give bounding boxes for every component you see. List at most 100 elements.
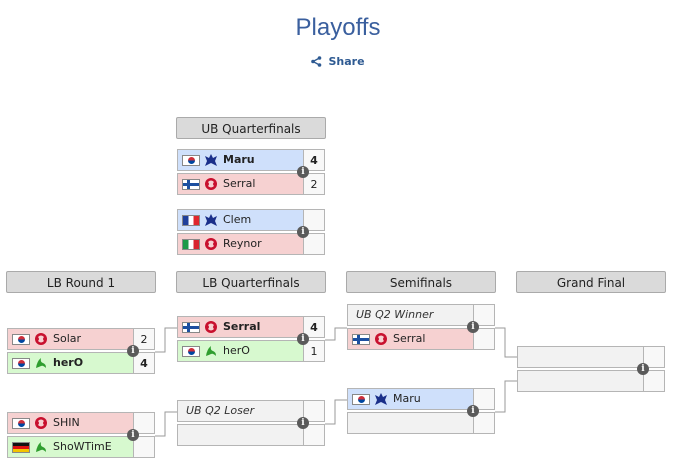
match-info-icon[interactable]: i [297, 226, 309, 238]
match-slot-top[interactable] [517, 346, 644, 368]
match-score [643, 370, 665, 392]
match-info-icon[interactable]: i [467, 405, 479, 417]
share-icon [311, 56, 322, 67]
match-score [133, 412, 155, 434]
match-slot-top[interactable]: Maru [347, 388, 474, 410]
terran-icon [205, 214, 217, 226]
match-lb-round1-1[interactable]: Solar 2 herO 4 i [7, 328, 156, 374]
match-slot-bottom[interactable] [177, 424, 304, 446]
page-title: Playoffs [295, 14, 381, 41]
match-info-icon[interactable]: i [297, 417, 309, 429]
match-slot-bottom[interactable]: Serral [347, 328, 474, 350]
finland-flag [182, 321, 200, 333]
match-score [303, 424, 325, 446]
match-lb-quarterfinal-2[interactable]: UB Q2 Loser i [177, 400, 326, 446]
match-slot-top[interactable]: UB Q2 Winner [347, 304, 474, 326]
round-header-ub-quarterfinals: UB Quarterfinals [176, 117, 326, 139]
zerg-icon [205, 321, 217, 333]
match-info-icon[interactable]: i [637, 363, 649, 375]
south-korea-flag [182, 345, 200, 357]
terran-icon [205, 154, 217, 166]
match-info-icon[interactable]: i [297, 166, 309, 178]
player-name: Serral [393, 332, 426, 345]
match-score [643, 346, 665, 368]
south-korea-flag [12, 333, 30, 345]
round-header-grand-final: Grand Final [516, 271, 666, 293]
match-slot-bottom[interactable]: Serral [177, 173, 304, 195]
match-score [303, 400, 325, 422]
zerg-icon [375, 333, 387, 345]
zerg-icon [205, 178, 217, 190]
match-slot-top[interactable]: Serral [177, 316, 304, 338]
match-score: 4 [133, 352, 155, 374]
germany-flag [12, 441, 30, 453]
match-info-icon[interactable]: i [127, 345, 139, 357]
match-info-icon[interactable]: i [467, 321, 479, 333]
round-header-semifinals: Semifinals [346, 271, 496, 293]
match-slot-top[interactable]: UB Q2 Loser [177, 400, 304, 422]
player-name: herO [53, 356, 84, 369]
finland-flag [182, 178, 200, 190]
zerg-icon [35, 333, 47, 345]
zerg-icon [205, 238, 217, 250]
match-lb-quarterfinal-1[interactable]: Serral 4 herO 1 i [177, 316, 326, 362]
match-score: 2 [133, 328, 155, 350]
south-korea-flag [12, 357, 30, 369]
match-score [473, 304, 495, 326]
share-button[interactable]: Share [0, 55, 676, 68]
match-score [473, 412, 495, 434]
round-header-lb-quarterfinals: LB Quarterfinals [176, 271, 326, 293]
match-semifinal-2[interactable]: Maru i [347, 388, 496, 434]
match-slot-top[interactable]: Clem [177, 209, 304, 231]
match-info-icon[interactable]: i [127, 429, 139, 441]
match-slot-bottom[interactable] [517, 370, 644, 392]
match-score [303, 233, 325, 255]
terran-icon [375, 393, 387, 405]
player-name: Maru [393, 392, 421, 405]
protoss-icon [206, 346, 216, 356]
player-name: Clem [223, 213, 252, 226]
italy-flag [182, 238, 200, 250]
finland-flag [352, 333, 370, 345]
match-score: 4 [303, 316, 325, 338]
south-korea-flag [352, 393, 370, 405]
match-slot-bottom[interactable]: ShoWTimE [7, 436, 134, 458]
match-info-icon[interactable]: i [297, 333, 309, 345]
match-slot-top[interactable]: SHIN [7, 412, 134, 434]
player-name: herO [223, 344, 250, 357]
match-score [303, 209, 325, 231]
protoss-icon [36, 442, 46, 452]
match-score: 2 [303, 173, 325, 195]
match-lb-round1-2[interactable]: SHIN ShoWTimE i [7, 412, 156, 458]
player-name: Serral [223, 320, 261, 333]
match-slot-top[interactable]: Maru [177, 149, 304, 171]
share-label: Share [328, 55, 365, 68]
player-name: ShoWTimE [53, 440, 112, 453]
player-name: SHIN [53, 416, 80, 429]
match-score [473, 328, 495, 350]
player-name: Solar [53, 332, 82, 345]
placeholder-label: UB Q2 Loser [186, 404, 255, 417]
match-slot-bottom[interactable]: herO [177, 340, 304, 362]
match-ub-quarterfinal-2[interactable]: Clem Reynor i [177, 209, 326, 255]
player-name: Serral [223, 177, 256, 190]
match-score: 4 [303, 149, 325, 171]
match-slot-bottom[interactable]: herO [7, 352, 134, 374]
match-semifinal-1[interactable]: UB Q2 Winner Serral i [347, 304, 496, 350]
placeholder-label: UB Q2 Winner [356, 308, 434, 321]
round-header-lb-round-1: LB Round 1 [6, 271, 156, 293]
player-name: Maru [223, 153, 255, 166]
match-slot-bottom[interactable]: Reynor [177, 233, 304, 255]
match-grand-final[interactable]: i [517, 346, 666, 392]
match-score: 1 [303, 340, 325, 362]
match-slot-bottom[interactable] [347, 412, 474, 434]
zerg-icon [35, 417, 47, 429]
player-name: Reynor [223, 237, 262, 250]
match-ub-quarterfinal-1[interactable]: Maru 4 Serral 2 i [177, 149, 326, 195]
protoss-icon [36, 358, 46, 368]
south-korea-flag [182, 154, 200, 166]
match-score [133, 436, 155, 458]
match-slot-top[interactable]: Solar [7, 328, 134, 350]
match-score [473, 388, 495, 410]
